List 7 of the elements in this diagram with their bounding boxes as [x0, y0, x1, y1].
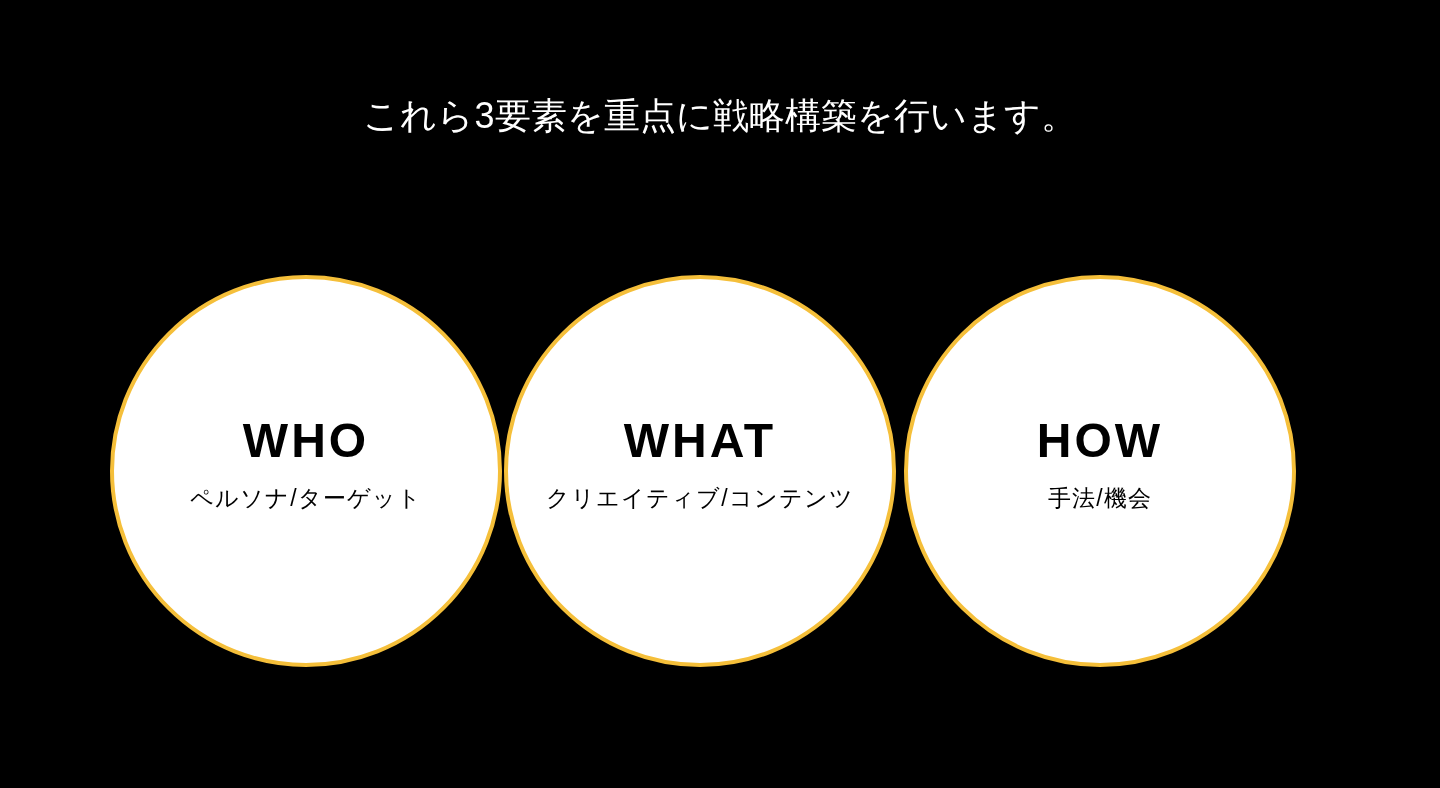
- circle-heading: WHO: [242, 413, 370, 468]
- circle-heading: WHAT: [623, 413, 777, 468]
- circle-subtitle: クリエイティブ/コンテンツ: [546, 484, 854, 513]
- circle-subtitle: 手法/機会: [1048, 484, 1152, 513]
- title: これら3要素を重点に戦略構築を行います。: [363, 94, 1077, 138]
- circle-heading: HOW: [1036, 413, 1164, 468]
- circle-subtitle: ペルソナ/ターゲット: [190, 484, 422, 513]
